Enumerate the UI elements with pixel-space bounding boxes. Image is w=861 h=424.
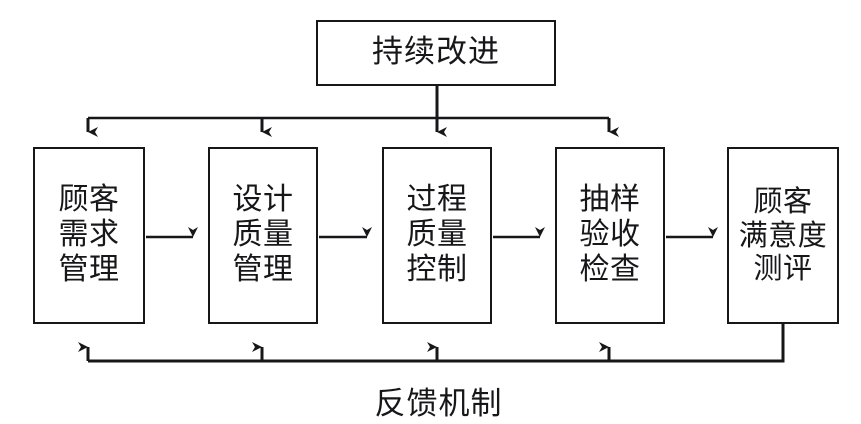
node-customer-satisfaction-evaluation[interactable]: 顾客 满意度 测评 (727, 147, 839, 324)
node-design-quality-management[interactable]: 设计 质量 管理 (208, 147, 318, 324)
node-label-line: 抽样 (579, 182, 641, 218)
node-label-line: 控制 (406, 251, 468, 287)
node-label-line: 质量 (232, 217, 294, 253)
node-label-line: 设计 (232, 182, 294, 218)
node-continuous-improvement[interactable]: 持续改进 (316, 20, 556, 86)
node-label-line: 过程 (406, 182, 468, 218)
node-label-line: 测评 (753, 251, 813, 286)
node-customer-requirements-management[interactable]: 顾客 需求 管理 (33, 147, 145, 324)
node-label-line: 持续改进 (372, 34, 500, 71)
node-label-line: 管理 (232, 251, 294, 287)
node-process-quality-control[interactable]: 过程 质量 控制 (382, 147, 492, 324)
node-label-line: 需求 (58, 217, 120, 253)
feedback-mechanism-label: 反馈机制 (0, 378, 861, 423)
node-label-line: 检查 (579, 251, 641, 287)
feedback-mechanism-text: 反馈机制 (374, 386, 503, 422)
node-label-line: 顾客 (58, 182, 120, 218)
node-label-line: 顾客 (753, 184, 813, 219)
node-label-line: 验收 (579, 217, 641, 253)
node-label-line: 满意度 (738, 217, 828, 252)
node-label-line: 质量 (406, 217, 468, 253)
node-sampling-acceptance-inspection[interactable]: 抽样 验收 检查 (555, 147, 665, 324)
connector-feedback-loop (88, 324, 785, 363)
node-label-line: 管理 (58, 251, 120, 287)
